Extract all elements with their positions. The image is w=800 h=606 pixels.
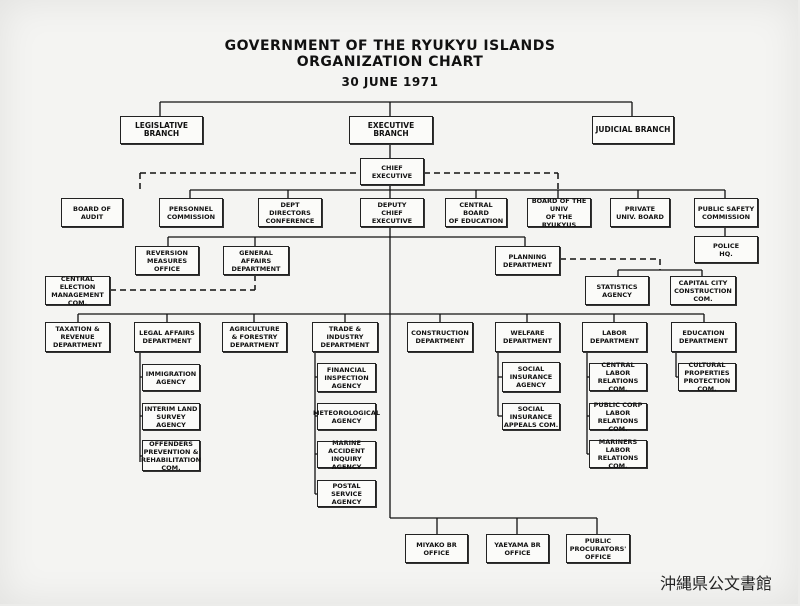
education-department-box: EDUCATION DEPARTMENT <box>671 322 736 352</box>
construction-department-box: CONSTRUCTION DEPARTMENT <box>407 322 473 352</box>
public-safety-commission-box: PUBLIC SAFETY COMMISSION <box>694 198 758 227</box>
public-procurators-office-box: PUBLIC PROCURATORS' OFFICE <box>566 534 630 563</box>
legislative-branch-box: LEGISLATIVE BRANCH <box>120 116 203 144</box>
marine-accident-inquiry-agency-box: MARINE ACCIDENT INQUIRY AGENCY <box>317 439 376 471</box>
dept-directors-conference-box: DEPT DIRECTORS CONFERENCE <box>258 198 322 227</box>
cultural-properties-protection-box: CULTURAL PROPERTIES PROTECTION COM. <box>678 361 736 393</box>
yaeyama-branch-office-box: YAEYAMA BR OFFICE <box>486 534 549 563</box>
taxation-revenue-department-box: TAXATION & REVENUE DEPARTMENT <box>45 322 110 352</box>
social-insurance-appeals-box: SOCIAL INSURANCE APPEALS COM. <box>502 403 560 430</box>
labor-department-box: LABOR DEPARTMENT <box>582 322 647 352</box>
police-hq-box: POLICE HQ. <box>694 236 758 263</box>
miyako-branch-office-box: MIYAKO BR OFFICE <box>405 534 468 563</box>
deputy-chief-executive-box: DEPUTY CHIEF EXECUTIVE <box>360 198 424 227</box>
interim-land-survey-agency-box: INTERIM LAND SURVEY AGENCY <box>142 403 200 430</box>
trade-industry-department-box: TRADE & INDUSTRY DEPARTMENT <box>312 322 378 352</box>
social-insurance-agency-box: SOCIAL INSURANCE AGENCY <box>502 362 560 392</box>
private-univ-board-box: PRIVATE UNIV. BOARD <box>610 198 670 227</box>
welfare-department-box: WELFARE DEPARTMENT <box>495 322 560 352</box>
general-affairs-department-box: GENERAL AFFAIRS DEPARTMENT <box>223 246 289 275</box>
central-labor-relations-box: CENTRAL LABOR RELATIONS COM. <box>589 361 647 393</box>
public-corp-labor-relations-box: PUBLIC CORP LABOR RELATIONS COM. <box>589 401 647 433</box>
agriculture-forestry-department-box: AGRICULTURE & FORESTRY DEPARTMENT <box>222 322 287 352</box>
chart-title: GOVERNMENT OF THE RYUKYU ISLANDS <box>224 38 556 54</box>
immigration-agency-box: IMMIGRATION AGENCY <box>142 364 200 391</box>
offenders-prevention-rehabilitation-box: OFFENDERS PREVENTION & REHABILITATION CO… <box>140 439 202 472</box>
legal-affairs-department-box: LEGAL AFFAIRS DEPARTMENT <box>134 322 200 352</box>
chief-executive-box: CHIEF EXECUTIVE <box>360 158 424 185</box>
mariners-labor-relations-box: MARINERS LABOR RELATIONS COM. <box>589 438 647 470</box>
personnel-commission-box: PERSONNEL COMMISSION <box>159 198 223 227</box>
postal-service-agency-box: POSTAL SERVICE AGENCY <box>317 480 376 507</box>
archive-watermark: 沖縄県公文書館 <box>659 574 772 593</box>
statistics-agency-box: STATISTICS AGENCY <box>585 276 649 305</box>
central-election-management-box: CENTRAL ELECTION MANAGEMENT COM. <box>45 275 110 307</box>
board-univ-ryukyus-box: BOARD OF THE UNIV OF THE RYUKYUS <box>527 197 591 229</box>
meteorological-agency-box: METEOROLOGICAL AGENCY <box>313 403 380 430</box>
chart-subtitle: ORGANIZATION CHART <box>296 54 484 70</box>
chart-date: 30 JUNE 1971 <box>341 75 439 89</box>
executive-branch-box: EXECUTIVE BRANCH <box>349 116 433 144</box>
board-of-audit-box: BOARD OF AUDIT <box>61 198 123 227</box>
judicial-branch-box: JUDICIAL BRANCH <box>592 116 674 144</box>
financial-inspection-agency-box: FINANCIAL INSPECTION AGENCY <box>317 363 376 392</box>
capital-city-construction-box: CAPITAL CITY CONSTRUCTION COM. <box>670 276 736 305</box>
planning-department-box: PLANNING DEPARTMENT <box>495 246 560 275</box>
central-board-education-box: CENTRAL BOARD OF EDUCATION <box>445 198 507 227</box>
reversion-measures-office-box: REVERSION MEASURES OFFICE <box>135 246 199 275</box>
